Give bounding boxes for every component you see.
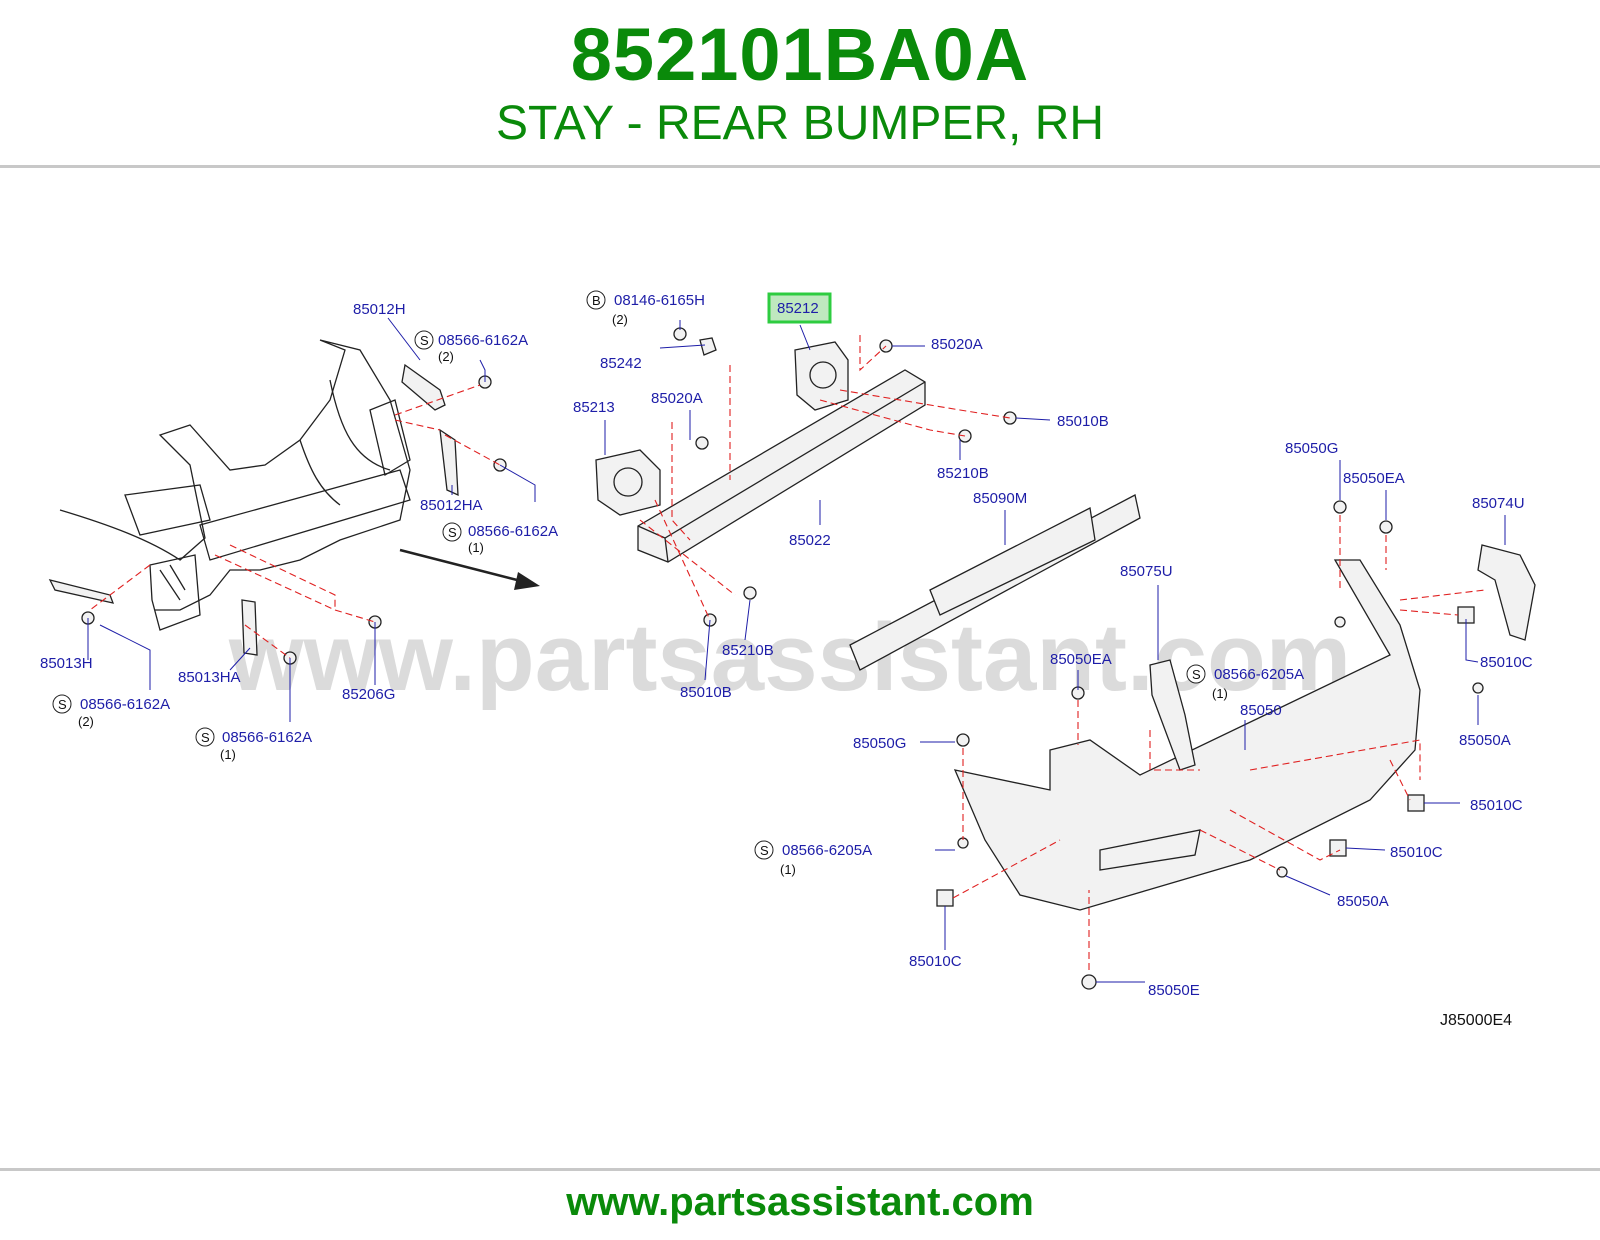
- callout-85242[interactable]: 85242: [600, 355, 642, 372]
- s-symbol-icon: [52, 694, 72, 714]
- callout-85212-highlighted[interactable]: 85212: [777, 300, 819, 317]
- callout-08566-6162a-1[interactable]: 08566-6162A: [438, 332, 528, 349]
- s-symbol-text: S: [420, 333, 429, 348]
- callout-85050ea-2[interactable]: 85050EA: [1050, 651, 1112, 668]
- clip-icons-right: [936, 500, 1484, 990]
- callout-85074u[interactable]: 85074U: [1472, 495, 1525, 512]
- s-symbol-text: S: [58, 697, 67, 712]
- b-symbol-icon: [586, 290, 606, 310]
- reinforcement-edge: [637, 381, 926, 563]
- callout-08566-6162a-2[interactable]: 08566-6162A: [468, 523, 558, 540]
- callout-85075u[interactable]: 85075U: [1120, 563, 1173, 580]
- callout-85050ea-1[interactable]: 85050EA: [1343, 470, 1405, 487]
- s-symbol-text: S: [760, 843, 769, 858]
- callout-85050a-2[interactable]: 85050A: [1337, 893, 1389, 910]
- stay-85212-rh: [794, 341, 849, 411]
- bracket-85013h: [48, 579, 115, 604]
- callout-85020a-1[interactable]: 85020A: [651, 390, 703, 407]
- footer-website-url: www.partsassistant.com: [566, 1180, 1034, 1224]
- callout-85050[interactable]: 85050: [1240, 702, 1282, 719]
- callout-08566-6205a-2[interactable]: 08566-6205A: [782, 842, 872, 859]
- callout-85210b-1[interactable]: 85210B: [722, 642, 774, 659]
- callout-85010b-2[interactable]: 85010B: [1057, 413, 1109, 430]
- qty-label: (2): [612, 312, 628, 327]
- stay-85213-hole: [613, 467, 643, 497]
- s-symbol-text: S: [448, 525, 457, 540]
- bumper-fascia-85050: [953, 559, 1421, 911]
- callout-85012ha[interactable]: 85012HA: [420, 497, 483, 514]
- dashed-guides-right: [952, 515, 1486, 970]
- bracket-85242: [699, 337, 717, 356]
- callout-85210b-2[interactable]: 85210B: [937, 465, 989, 482]
- dashed-guides-center: [639, 335, 1011, 621]
- qty-label: (1): [220, 747, 236, 762]
- header-divider: [0, 165, 1600, 168]
- callout-85012h[interactable]: 85012H: [353, 301, 406, 318]
- bracket-85013ha: [241, 599, 258, 656]
- callout-85020a-2[interactable]: 85020A: [931, 336, 983, 353]
- vehicle-body-illustration: [59, 339, 411, 631]
- bracket-85012h: [401, 363, 446, 411]
- s-symbol-icon: [414, 330, 434, 350]
- callout-85206g[interactable]: 85206G: [342, 686, 395, 703]
- callout-08146-6165h[interactable]: 08146-6165H: [614, 292, 705, 309]
- s-symbol-icon: [195, 727, 215, 747]
- qty-label: (2): [438, 349, 454, 364]
- part-name-subtitle: STAY - REAR BUMPER, RH: [495, 97, 1105, 150]
- callout-85013ha[interactable]: 85013HA: [178, 669, 241, 686]
- qty-label: (1): [468, 540, 484, 555]
- callout-85090m[interactable]: 85090M: [973, 490, 1027, 507]
- callout-85050g-2[interactable]: 85050G: [853, 735, 906, 752]
- callout-85010c-3[interactable]: 85010C: [1390, 844, 1443, 861]
- callout-08566-6162a-3[interactable]: 08566-6162A: [80, 696, 170, 713]
- callout-08566-6162a-4[interactable]: 08566-6162A: [222, 729, 312, 746]
- s-symbol-text: S: [201, 730, 210, 745]
- s-symbol-icon: [1186, 664, 1206, 684]
- direction-arrow: [399, 548, 540, 590]
- diagram-reference-code: J85000E4: [1440, 1012, 1512, 1029]
- b-symbol-text: B: [592, 293, 601, 308]
- part-number-title: 852101BA0A: [570, 13, 1030, 96]
- callout-85013h[interactable]: 85013H: [40, 655, 93, 672]
- stay-85213: [595, 449, 661, 516]
- s-symbol-text: S: [1192, 667, 1201, 682]
- s-symbol-icon: [754, 840, 774, 860]
- qty-label: (1): [1212, 686, 1228, 701]
- callout-85010b-1[interactable]: 85010B: [680, 684, 732, 701]
- callout-85022[interactable]: 85022: [789, 532, 831, 549]
- bracket-85075u: [1149, 659, 1196, 771]
- callout-08566-6205a-1[interactable]: 08566-6205A: [1214, 666, 1304, 683]
- callout-85010c-2[interactable]: 85010C: [1470, 797, 1523, 814]
- qty-label: (1): [780, 862, 796, 877]
- highlight-box: [767, 292, 832, 324]
- absorber-85090m-body: [929, 507, 1096, 616]
- qty-label: (2): [78, 714, 94, 729]
- callout-85010c-1[interactable]: 85010C: [1480, 654, 1533, 671]
- page-header: 852101BA0A STAY - REAR BUMPER, RH: [0, 0, 1600, 168]
- bracket-85074u: [1477, 544, 1536, 641]
- leader-lines: [87, 317, 1506, 983]
- callout-85010c-4[interactable]: 85010C: [909, 953, 962, 970]
- stay-85212-hole: [809, 361, 837, 389]
- callout-85050g-1[interactable]: 85050G: [1285, 440, 1338, 457]
- watermark-text: www.partsassistant.com: [228, 604, 1351, 711]
- s-symbol-icon: [442, 522, 462, 542]
- dashed-guides-left: [89, 384, 501, 659]
- callout-85050a-1[interactable]: 85050A: [1459, 732, 1511, 749]
- parts-diagram: www.partsassistant.com: [0, 270, 1600, 1080]
- bracket-85012ha: [439, 428, 459, 497]
- callout-85050e[interactable]: 85050E: [1148, 982, 1200, 999]
- bumper-reflector: [1099, 829, 1201, 871]
- footer-divider: [0, 1168, 1600, 1171]
- callout-85213[interactable]: 85213: [573, 399, 615, 416]
- reinforcement-85022: [637, 369, 926, 563]
- bolt-icons-center: [673, 327, 1017, 627]
